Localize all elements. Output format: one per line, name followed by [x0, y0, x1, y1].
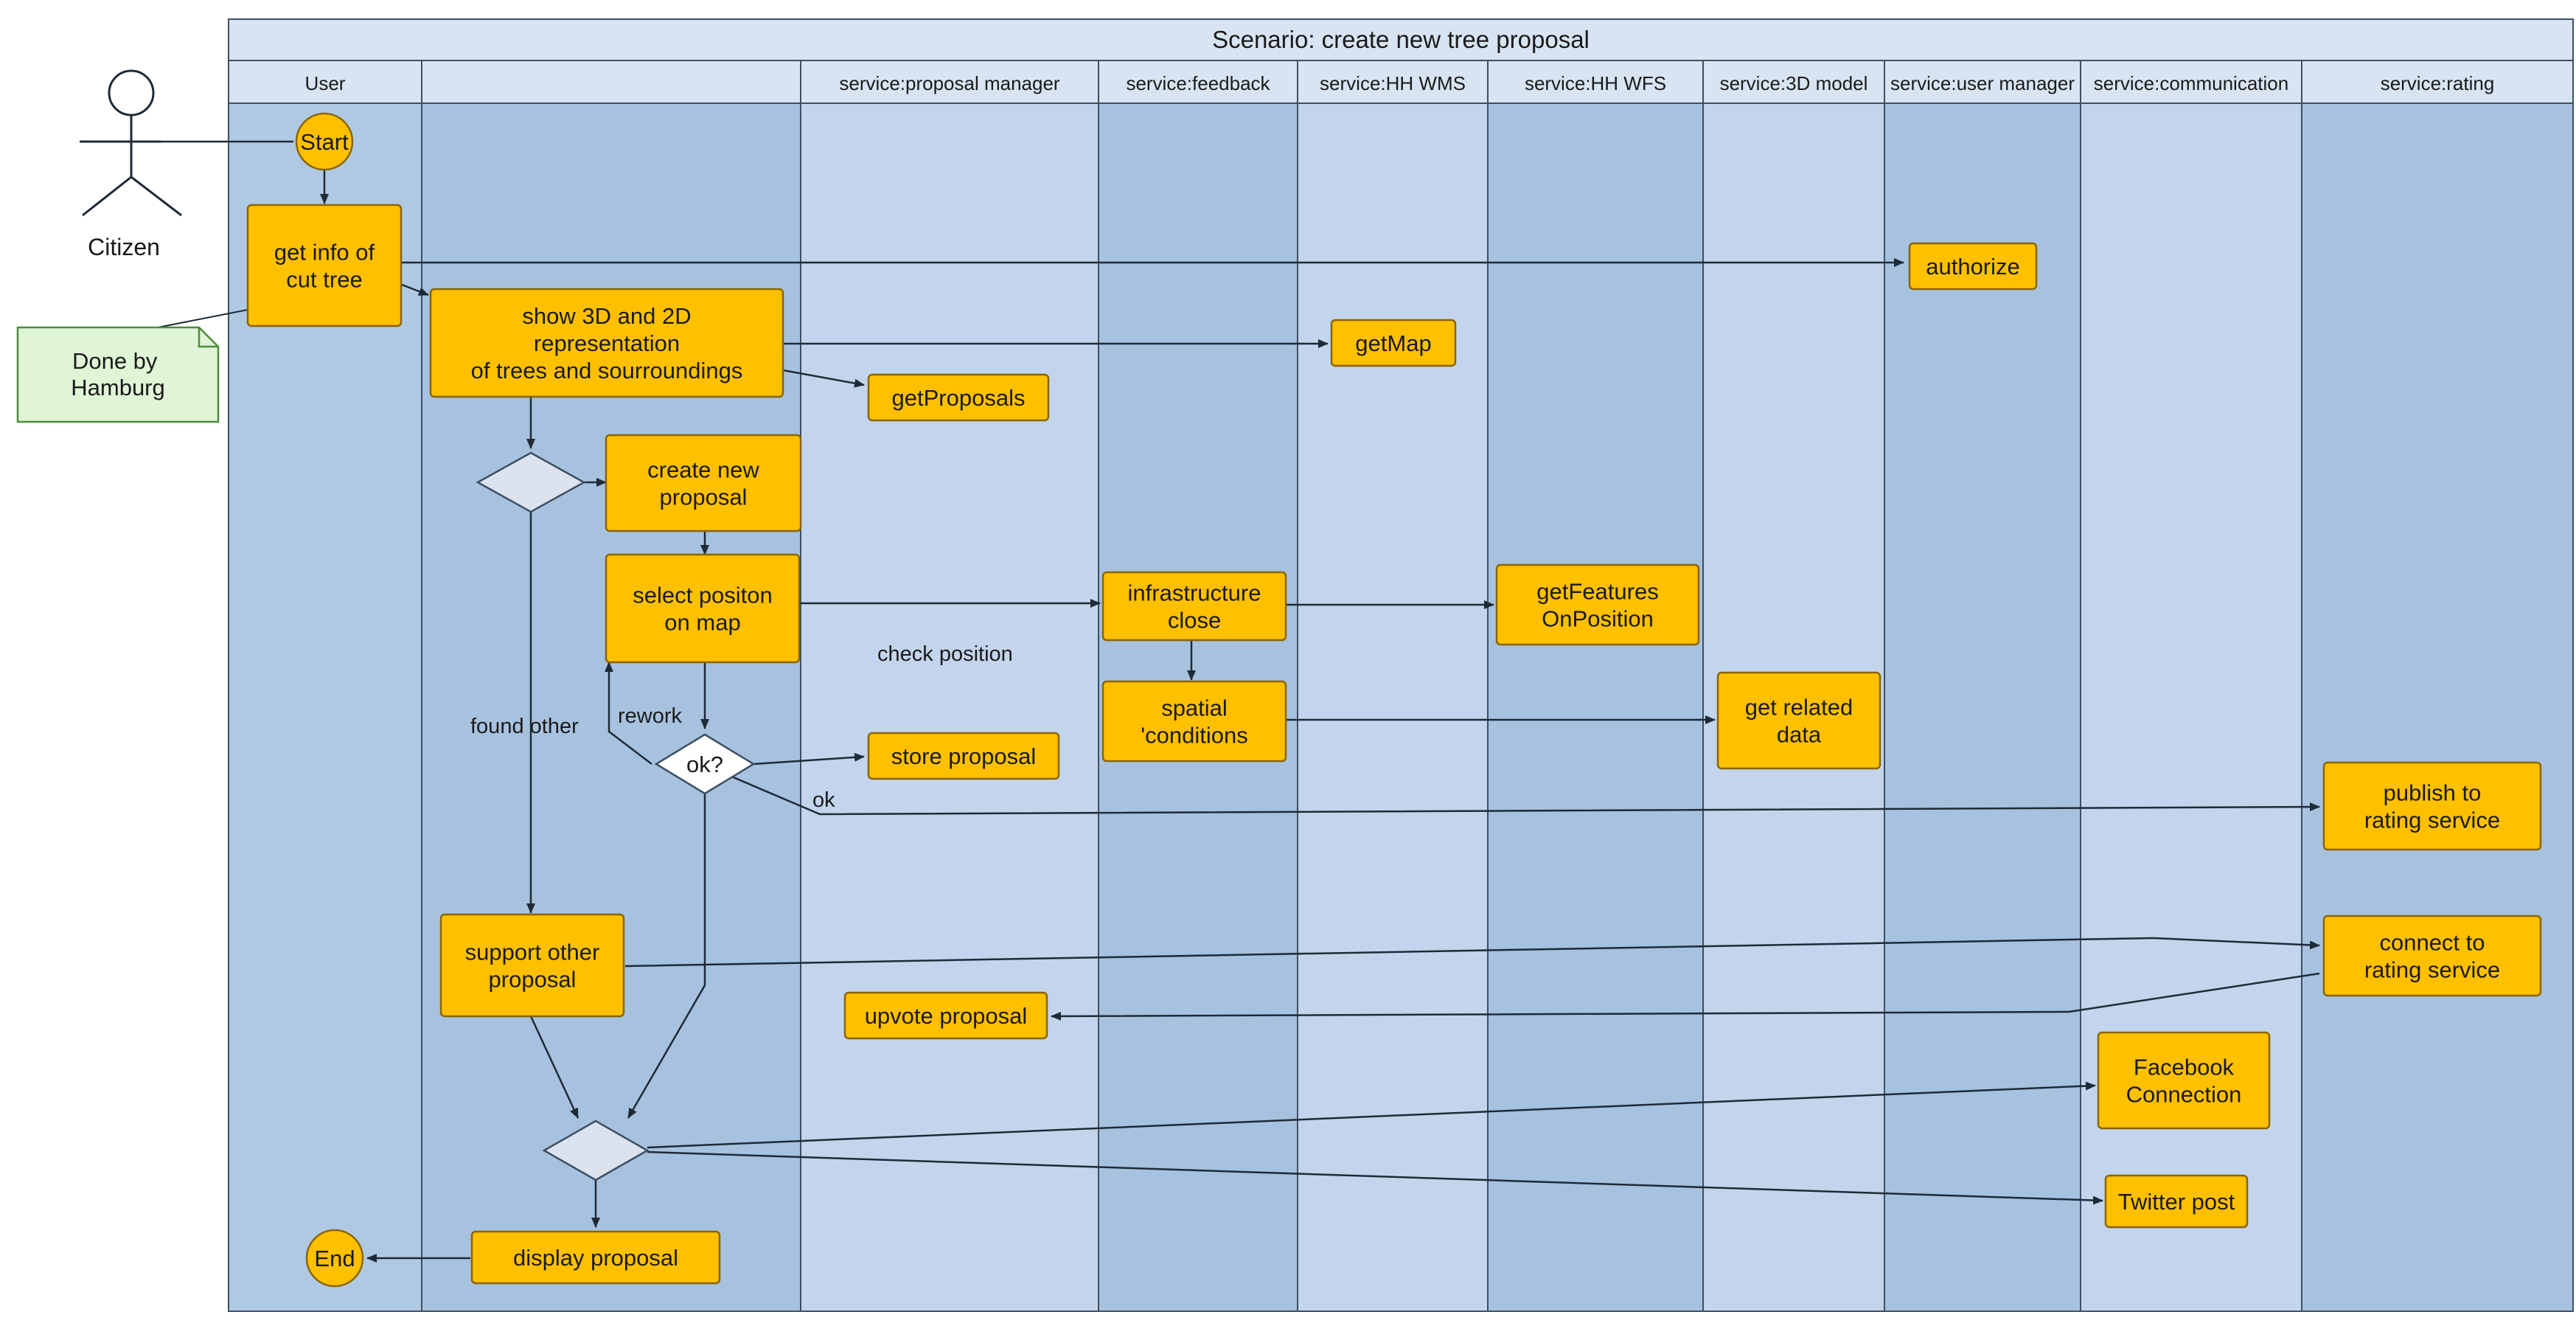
process-label: Twitter post [2118, 1189, 2235, 1215]
actor-label: Citizen [88, 234, 160, 260]
edge-label-found-other: found other [470, 715, 579, 738]
lane-9 [2301, 60, 2574, 1312]
process-spatial: spatial'conditions [1101, 680, 1287, 763]
lane-header-0 [228, 60, 422, 104]
process-label: display proposal [513, 1245, 678, 1271]
decision-ok: ok? [654, 733, 756, 795]
process-store-prop: store proposal [867, 732, 1060, 780]
lane-label-0: User [305, 72, 346, 94]
edge-merge-twitter [647, 1150, 2103, 1205]
process-label: getMap [1355, 330, 1431, 356]
end-node: End [305, 1229, 364, 1288]
process-authorize: authorize [1908, 242, 2038, 291]
edge-ok-publish [729, 774, 2320, 816]
svg-text:ok?: ok? [686, 751, 723, 777]
lane-label-2: service:proposal manager [839, 72, 1059, 94]
process-label: spatial'conditions [1141, 695, 1248, 748]
lane-label-7: service:user manager [1890, 72, 2075, 94]
actor-head [108, 69, 155, 117]
diagram-title: Scenario: create new tree proposal [1212, 26, 1590, 53]
decision-create-or-support [476, 451, 586, 513]
lane-header-8 [2080, 60, 2302, 104]
start-node: Start [295, 112, 354, 171]
lane-header-9 [2301, 60, 2574, 104]
svg-text:End: End [314, 1246, 355, 1271]
lane-header-1 [421, 60, 801, 104]
decision-merge [542, 1120, 650, 1181]
process-label: getProposals [892, 385, 1026, 411]
lane-1 [421, 60, 801, 1312]
edge-support-connect [624, 937, 2320, 968]
process-label: authorize [1926, 254, 2020, 280]
lane-header-3 [1098, 60, 1298, 104]
lane-label-6: service:3D model [1720, 72, 1868, 94]
lane-header-7 [1884, 60, 2081, 104]
edge-ok-rework [605, 662, 652, 765]
edge-label-rework: rework [618, 704, 683, 728]
lane-header-5 [1487, 60, 1704, 104]
edge-connect-upvote [1051, 972, 2320, 1021]
edge-support-merge [529, 1016, 579, 1119]
process-display-prop: display proposal [470, 1230, 721, 1285]
edges [161, 140, 2320, 1263]
edge-merge-facebook [647, 1081, 2096, 1149]
process-upvote: upvote proposal [843, 991, 1048, 1040]
title-bar [228, 18, 2574, 61]
process-getproposals: getProposals [867, 373, 1050, 422]
lane-label-8: service:communication [2094, 72, 2288, 94]
process-twitter: Twitter post [2104, 1174, 2249, 1229]
edge-label-check-position: check position [877, 642, 1013, 666]
process-label: upvote proposal [865, 1003, 1028, 1029]
edge-label-ok: ok [812, 788, 835, 812]
actor-citizen [80, 69, 182, 217]
note-done-by-hamburg: Done by Hamburg [16, 309, 248, 423]
lane-label-9: service:rating [2381, 72, 2495, 94]
process-getmap: getMap [1330, 319, 1457, 367]
lane-label-5: service:HH WFS [1525, 72, 1666, 94]
edge-getinfo-show3d [401, 283, 429, 296]
lane-header-6 [1702, 60, 1885, 104]
process-label: store proposal [891, 743, 1036, 769]
note-label: Done by Hamburg [71, 348, 165, 400]
lane-headers: User service:proposal manager service:feed… [228, 60, 2574, 104]
lane-label-3: service:feedback [1126, 72, 1270, 94]
edge-ok-merge [627, 792, 706, 1119]
edge-show3d-getproposals [782, 369, 865, 388]
lane-label-4: service:HH WMS [1320, 72, 1466, 94]
lane-2 [800, 60, 1099, 1312]
lane-header-2 [800, 60, 1099, 104]
svg-text:Start: Start [300, 129, 349, 155]
lane-5 [1487, 60, 1704, 1312]
lane-4 [1297, 60, 1489, 1312]
edge-ok-store [753, 752, 865, 766]
